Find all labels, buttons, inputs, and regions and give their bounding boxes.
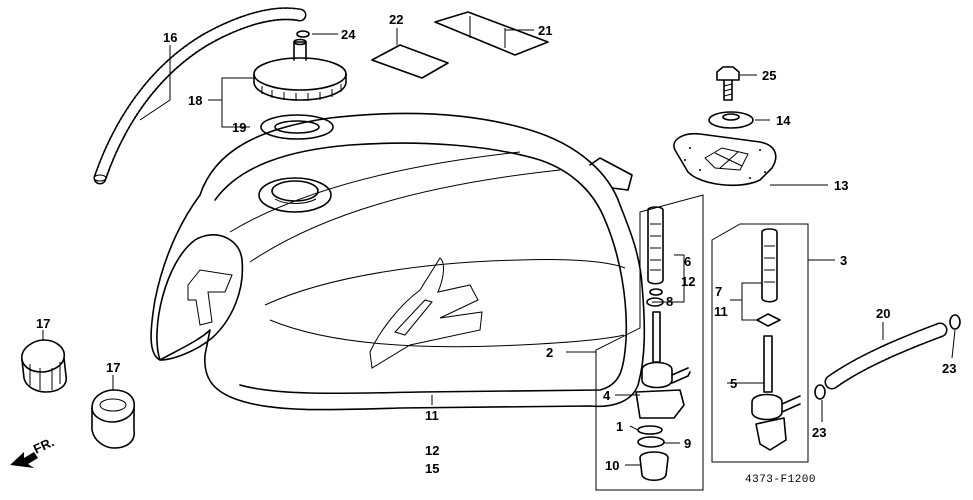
info-label: [371, 44, 449, 79]
callout-2: 2: [546, 345, 553, 360]
callout-8: 8: [666, 294, 673, 309]
callout-11-tank: 11: [425, 408, 439, 423]
front-direction-label: FR.: [31, 434, 56, 456]
callout-17-right: 17: [106, 360, 120, 375]
callout-17-left: 17: [36, 316, 50, 331]
diagram-code: 4373-F1200: [745, 474, 816, 486]
callout-13: 13: [834, 178, 848, 193]
front-direction-arrow: FR.: [10, 434, 56, 468]
collar: [708, 111, 754, 129]
fuel-cap-gasket: [260, 114, 334, 140]
callout-14: 14: [776, 113, 791, 128]
side-cushion-right: [91, 389, 136, 449]
callout-25: 25: [762, 68, 776, 83]
callout-20: 20: [876, 306, 890, 321]
callout-12-tank: 12: [425, 443, 439, 458]
rear-mount-cushion: [673, 132, 777, 187]
caution-label: [434, 11, 549, 56]
hose-clip-right: [949, 314, 961, 330]
callouts: 16 24 22 21 18 19 25 14 13 3 6 12 8 7 11…: [36, 12, 956, 476]
callout-24: 24: [341, 27, 356, 42]
callout-10: 10: [605, 458, 619, 473]
callout-7: 7: [715, 284, 722, 299]
callout-19: 19: [232, 120, 246, 135]
callout-18: 18: [188, 93, 202, 108]
callout-3: 3: [840, 253, 847, 268]
honda-wing-logo: [369, 257, 483, 369]
callout-16: 16: [163, 30, 177, 45]
callout-23-left: 23: [812, 425, 826, 440]
callout-4: 4: [603, 388, 611, 403]
callout-21: 21: [538, 23, 552, 38]
callout-23-right: 23: [942, 361, 956, 376]
mounting-bolt: [716, 66, 740, 101]
callout-12-petcock: 12: [681, 274, 695, 289]
petcock-assembly-right: [711, 223, 809, 463]
hose-clip: [296, 30, 310, 38]
breather-hose: [93, 7, 307, 185]
callout-5: 5: [730, 376, 737, 391]
callout-1: 1: [616, 419, 623, 434]
callout-6: 6: [684, 254, 691, 269]
leader-lines: [42, 28, 956, 466]
callout-9: 9: [684, 436, 691, 451]
side-cushion-left: [21, 339, 68, 393]
fuel-filler-cap: [253, 38, 347, 101]
callout-15: 15: [425, 461, 439, 476]
fuel-hose: [824, 322, 948, 390]
fuel-tank: [150, 112, 646, 411]
callout-22: 22: [389, 12, 403, 27]
hose-clip-left: [814, 384, 826, 400]
callout-11-petcock: 11: [714, 304, 728, 319]
